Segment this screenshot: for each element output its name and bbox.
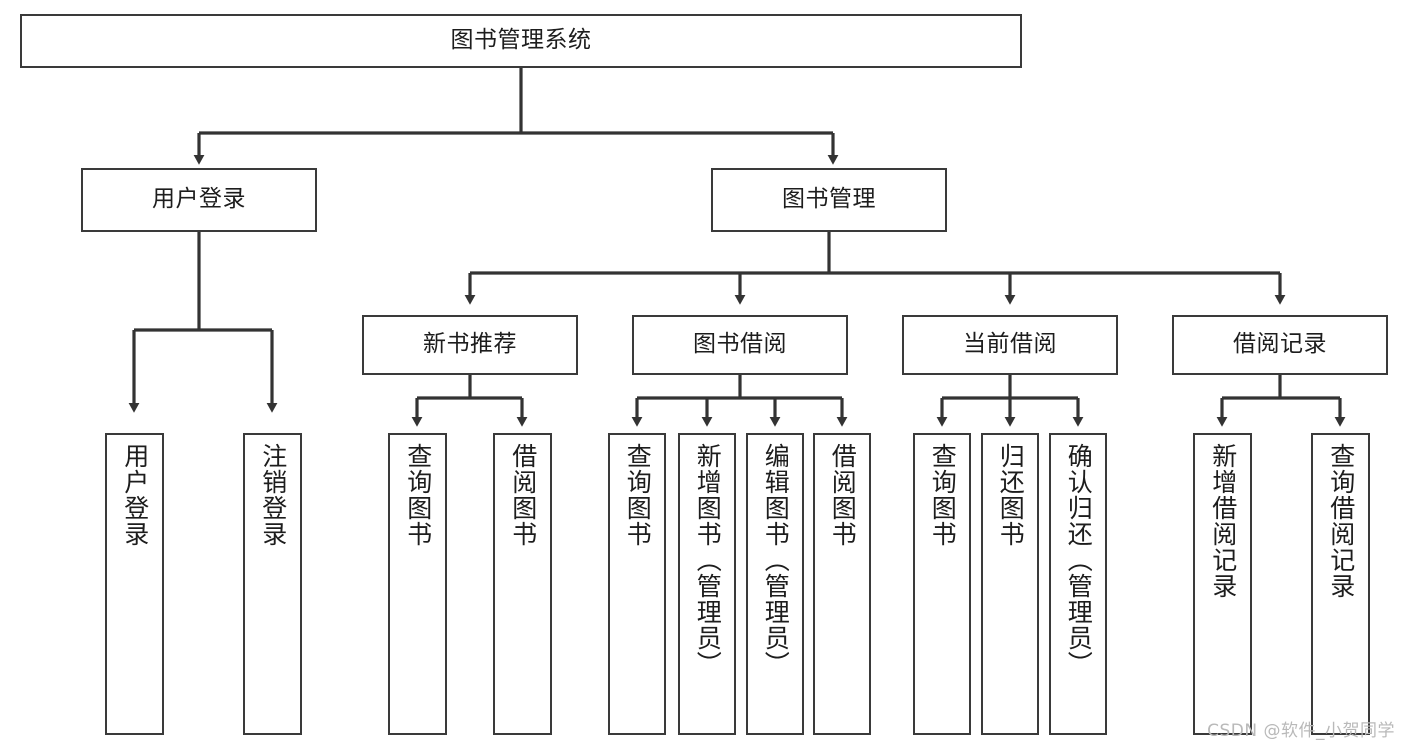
leaf-book-borrow-query-book[interactable]: 查询图书 bbox=[608, 433, 666, 735]
node-label: 查询图书 bbox=[623, 443, 653, 547]
node-label: 归还图书 bbox=[996, 443, 1026, 547]
node-label: 用户登录 bbox=[120, 443, 150, 547]
node-label: 图书借阅 bbox=[693, 331, 787, 358]
node-root-book-management-system[interactable]: 图书管理系统 bbox=[20, 14, 1022, 68]
node-label: 借阅记录 bbox=[1233, 331, 1327, 358]
node-current-borrow[interactable]: 当前借阅 bbox=[902, 315, 1118, 375]
leaf-book-borrow-borrow-book[interactable]: 借阅图书 bbox=[813, 433, 871, 735]
node-label: 查询图书 bbox=[403, 443, 433, 547]
node-label: 查询借阅记录 bbox=[1326, 443, 1356, 599]
leaf-borrow-record-add-record[interactable]: 新增借阅记录 bbox=[1193, 433, 1252, 735]
node-borrow-record[interactable]: 借阅记录 bbox=[1172, 315, 1388, 375]
node-label: 确认归还（管理员） bbox=[1064, 443, 1094, 677]
node-label: 新书推荐 bbox=[423, 331, 517, 358]
leaf-current-borrow-return-book[interactable]: 归还图书 bbox=[981, 433, 1039, 735]
node-user-login[interactable]: 用户登录 bbox=[81, 168, 317, 232]
leaf-new-book-borrow-book[interactable]: 借阅图书 bbox=[493, 433, 552, 735]
leaf-user-login-login[interactable]: 用户登录 bbox=[105, 433, 164, 735]
node-label: 注销登录 bbox=[258, 443, 288, 547]
leaf-current-borrow-query-book[interactable]: 查询图书 bbox=[913, 433, 971, 735]
leaf-new-book-query-book[interactable]: 查询图书 bbox=[388, 433, 447, 735]
leaf-user-login-logout[interactable]: 注销登录 bbox=[243, 433, 302, 735]
leaf-current-borrow-confirm-return-admin[interactable]: 确认归还（管理员） bbox=[1049, 433, 1107, 735]
node-new-book-recommend[interactable]: 新书推荐 bbox=[362, 315, 578, 375]
node-label: 借阅图书 bbox=[508, 443, 538, 547]
node-label: 图书管理 bbox=[782, 186, 876, 213]
node-label: 借阅图书 bbox=[828, 443, 858, 547]
watermark-text: CSDN @软件_小贺同学 bbox=[1207, 721, 1395, 741]
node-label: 用户登录 bbox=[152, 186, 246, 213]
node-label: 查询图书 bbox=[928, 443, 958, 547]
leaf-book-borrow-add-book-admin[interactable]: 新增图书（管理员） bbox=[678, 433, 736, 735]
node-book-borrow[interactable]: 图书借阅 bbox=[632, 315, 848, 375]
node-label: 新增借阅记录 bbox=[1208, 443, 1238, 599]
node-book-management[interactable]: 图书管理 bbox=[711, 168, 947, 232]
node-label: 图书管理系统 bbox=[450, 27, 592, 54]
node-label: 编辑图书（管理员） bbox=[761, 443, 791, 677]
leaf-book-borrow-edit-book-admin[interactable]: 编辑图书（管理员） bbox=[746, 433, 804, 735]
leaf-borrow-record-query-record[interactable]: 查询借阅记录 bbox=[1311, 433, 1370, 735]
node-label: 新增图书（管理员） bbox=[693, 443, 723, 677]
node-label: 当前借阅 bbox=[963, 331, 1057, 358]
